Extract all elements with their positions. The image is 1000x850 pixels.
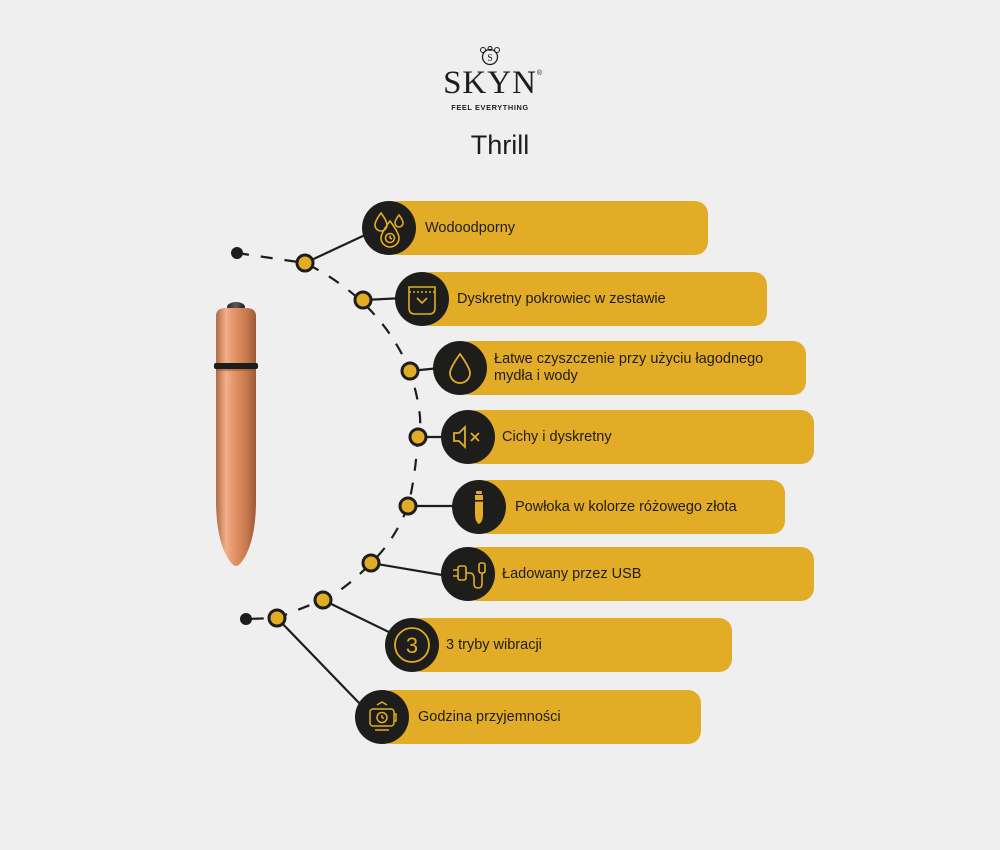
feature-icon-circle [362,201,416,255]
feature-icon-circle [441,410,495,464]
product-image [214,302,258,566]
node-dot [353,290,373,310]
feature-icon-circle [355,690,409,744]
node-dot [398,496,418,516]
number-three-icon: 3 [394,627,430,663]
node-dot [400,361,420,381]
feature-label: 3 tryby wibracji [446,636,542,653]
feature-label: Godzina przyjemności [418,708,561,725]
node-dot [295,253,315,273]
node-dot [313,590,333,610]
node-dot [361,553,381,573]
feature-icon-circle [441,547,495,601]
crest-icon: S [480,46,500,66]
feature-item-vibration-modes [409,618,732,672]
drop-icon [449,352,471,384]
feature-label: Dyskretny pokrowiec w zestawie [457,290,666,307]
node-dot [267,608,287,628]
feature-item-quiet [465,410,814,464]
feature-icon-circle: 3 [385,618,439,672]
bullet-vibrator-icon [474,491,484,524]
end-dot-bottom [240,613,252,625]
node-dot [408,427,428,447]
feature-label: Powłoka w kolorze różowego złota [515,498,737,515]
connector-line-8 [276,617,363,707]
clock-battery-icon [369,701,397,731]
feature-label: Wodoodporny [425,219,516,236]
svg-text:S: S [487,53,493,64]
brand-tagline: FEEL EVERYTHING [451,103,529,112]
feature-label: Ładowany przez USB [502,565,642,582]
brand-wordmark: SKYN [443,65,537,101]
brand-registered-mark: ® [536,70,542,77]
dashed-arc [236,251,422,621]
feature-item-cleaning [457,341,806,395]
brand-logo: S SKYN ® FEEL EVERYTHING [438,46,542,116]
usb-plug-icon [453,562,486,589]
end-dot-top [231,247,243,259]
speaker-mute-icon [453,424,480,450]
feature-icon-circle [452,480,506,534]
feature-icon-circle [395,272,449,326]
pouch-icon [408,286,436,315]
feature-label: Łatwe czyszczenie przy użyciu łagodnego … [494,351,764,384]
feature-icon-circle [433,341,487,395]
feature-item-pouch [418,272,767,326]
feature-item-usb [465,547,814,601]
product-title: Thrill [470,130,530,160]
connector-line-7 [322,599,396,636]
water-drops-icon [374,211,404,248]
feature-item-waterproof [385,201,708,255]
svg-text:3: 3 [406,633,418,658]
feature-item-rose-gold [476,480,785,534]
feature-label: Cichy i dyskretny [502,428,612,445]
connector-line-6 [370,561,449,578]
feature-item-hour-of-pleasure [379,690,701,744]
